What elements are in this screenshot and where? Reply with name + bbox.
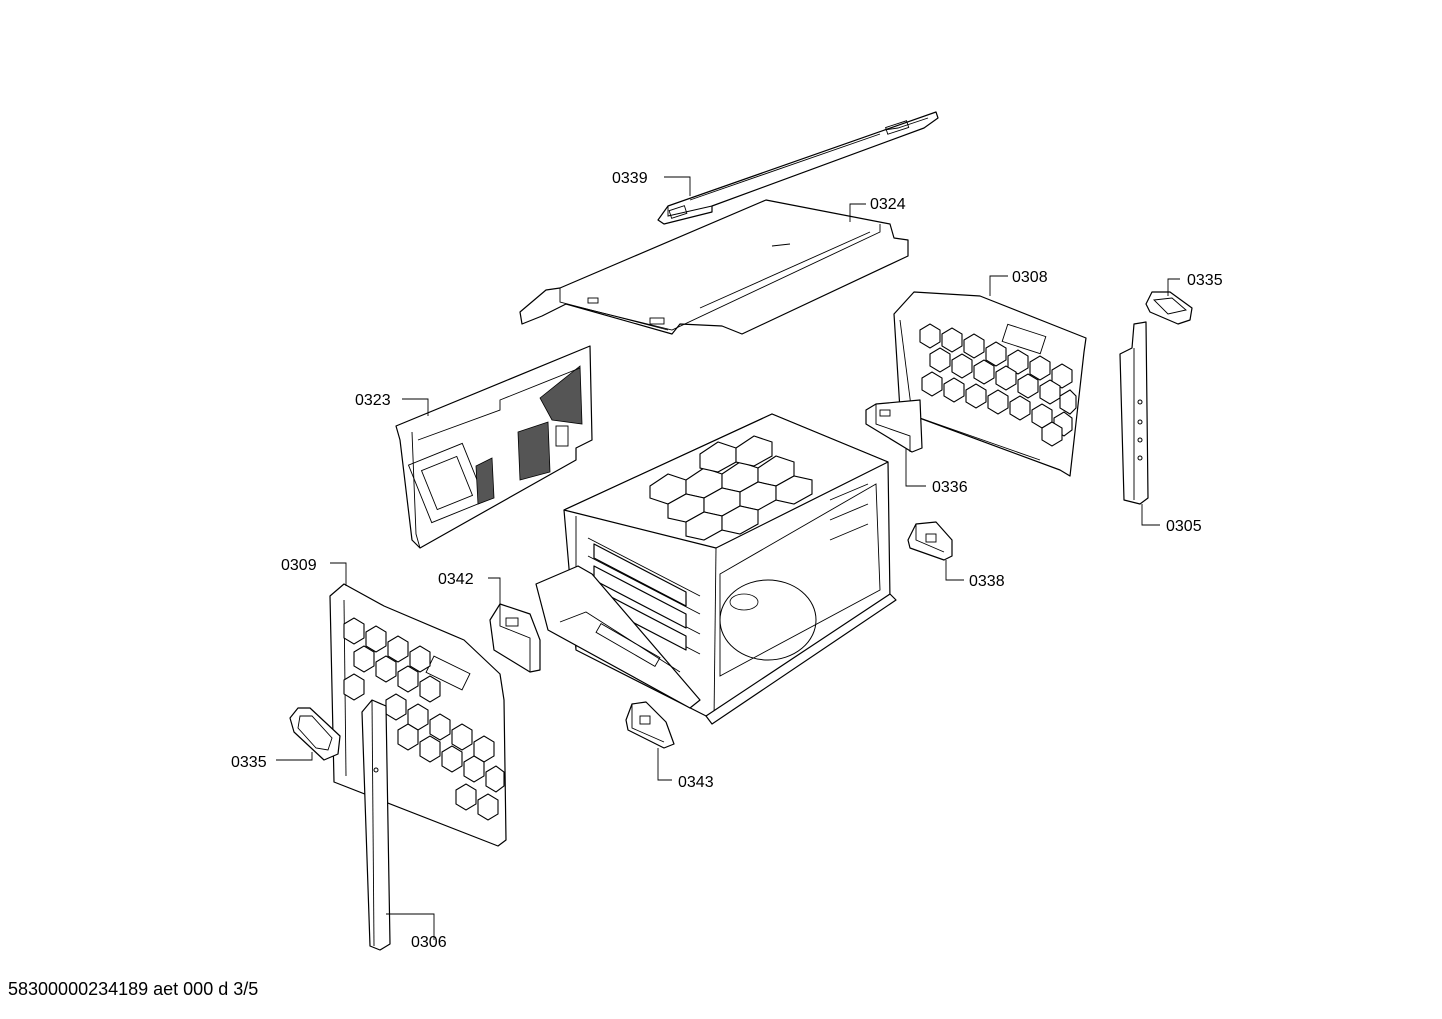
part-base-plate: [535, 565, 701, 709]
part-0324-top-cover[interactable]: [519, 199, 909, 335]
callout-0335-top: 0335: [1187, 272, 1223, 289]
leader-0305: [1141, 504, 1160, 526]
leader-0336: [905, 448, 926, 487]
leader-0309: [330, 562, 347, 586]
leader-0335-top: [1167, 278, 1180, 296]
leader-0306: [386, 913, 435, 940]
callout-0335-left: 0335: [231, 754, 267, 771]
part-0306-front-strip[interactable]: [361, 699, 391, 951]
right-panel-hex-pattern: [919, 323, 1077, 447]
callout-0323: 0323: [355, 392, 391, 409]
callout-0306: 0306: [411, 934, 447, 951]
leader-0343: [657, 748, 672, 781]
leader-0324: [849, 203, 866, 222]
left-panel-hex-pattern: [343, 617, 505, 821]
cavity-top-hex-pattern: [649, 435, 813, 541]
part-0335-top-trim[interactable]: [1145, 291, 1193, 325]
callout-0305: 0305: [1166, 518, 1202, 535]
part-oven-cavity: [563, 413, 897, 725]
drawing-number-footer: 58300000234189 aet 000 d 3/5: [8, 979, 259, 999]
callout-0339: 0339: [612, 170, 648, 187]
leader-0323: [402, 398, 429, 416]
leader-0342: [488, 577, 501, 604]
leader-0338: [945, 560, 964, 581]
part-0335-left-trim[interactable]: [289, 707, 341, 761]
leader-0339: [664, 176, 691, 196]
callout-labels: 0339 0324 0308 0335 0323 0336 0305 0338 …: [231, 170, 1223, 951]
part-0309-left-side-panel[interactable]: [329, 583, 507, 847]
callout-0309: 0309: [281, 557, 317, 574]
part-0342-bracket[interactable]: [489, 603, 541, 673]
part-0338-small-bracket[interactable]: [907, 521, 953, 561]
leader-lines: [276, 176, 1180, 940]
part-0339-top-rail[interactable]: [657, 111, 939, 225]
callout-0338: 0338: [969, 573, 1005, 590]
part-0305-rack-rail[interactable]: [1119, 321, 1149, 505]
part-0343-bracket[interactable]: [625, 701, 675, 749]
callout-0324: 0324: [870, 196, 906, 213]
part-0323-rear-panel[interactable]: [395, 345, 593, 549]
callout-0308: 0308: [1012, 269, 1048, 286]
callout-0336: 0336: [932, 479, 968, 496]
callout-0343: 0343: [678, 774, 714, 791]
leader-0335-left: [276, 752, 313, 761]
leader-0308: [989, 275, 1008, 296]
part-0308-right-side-panel[interactable]: [893, 291, 1087, 477]
callout-0342: 0342: [438, 571, 474, 588]
part-0336-bracket[interactable]: [865, 399, 923, 453]
